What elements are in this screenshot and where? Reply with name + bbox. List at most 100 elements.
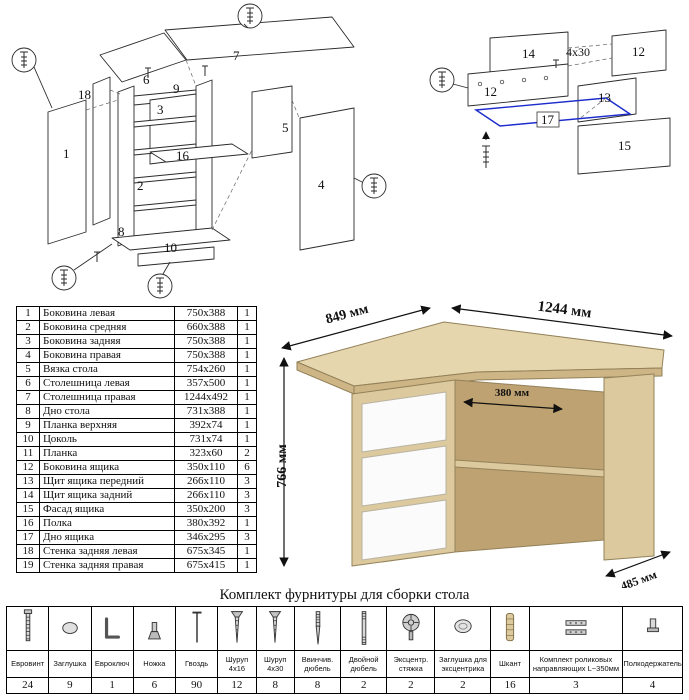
hardware-item: Заглушка 9 <box>48 607 91 693</box>
label-17-box <box>536 111 560 128</box>
part-qty: 1 <box>237 362 257 377</box>
dimension-lines <box>279 304 673 578</box>
hardware-icon-box <box>134 607 175 650</box>
hardware-item: Комплект роликовых направляющих L~350мм … <box>528 607 623 693</box>
part-drawer-bottom <box>473 97 633 127</box>
hardware-item-qty: 2 <box>387 677 435 693</box>
part-number: 14 <box>16 488 40 503</box>
part-name: Цоколь <box>39 432 175 447</box>
parts-table-row: 3 Боковина задняя 750x388 1 <box>16 334 257 349</box>
part-size: 323x60 <box>174 446 238 461</box>
parts-table-row: 10 Цоколь 731x74 1 <box>16 432 257 447</box>
part-name: Планка <box>39 446 175 461</box>
hardware-item-label: Эксцентр. стяжка <box>387 649 435 677</box>
hardware-item-label: Шуруп 4x30 <box>256 649 294 677</box>
hardware-item-label: Ножка <box>133 649 175 677</box>
hardware-item-label: Заглушка для эксцентрика <box>435 649 491 677</box>
hardware-item-label: Двойной дюбель <box>341 649 387 677</box>
part-number: 11 <box>16 446 40 461</box>
part-qty: 1 <box>237 334 257 349</box>
part-qty: 3 <box>237 488 257 503</box>
dim-line-485 <box>605 550 671 578</box>
part-size: 750x388 <box>174 334 238 349</box>
parts-table-row: 1 Боковина левая 750x388 1 <box>16 306 257 321</box>
hardware-item-qty: 16 <box>491 677 529 693</box>
part-size: 1244x492 <box>174 390 238 405</box>
screw-4x16-icon <box>224 608 250 648</box>
loose-screw-icon <box>482 131 490 168</box>
part-name: Стенка задняя правая <box>39 558 175 573</box>
part-name: Боковина левая <box>39 306 175 321</box>
nail-icon <box>184 608 210 648</box>
hardware-item-qty: 90 <box>176 677 218 693</box>
hardware-item-label: Евроключ <box>91 649 133 677</box>
foot-icon <box>141 608 167 648</box>
part-size: 750x388 <box>174 306 238 321</box>
part-qty: 3 <box>237 474 257 489</box>
part-name: Боковина средняя <box>39 320 175 335</box>
assembly-guide-lines <box>567 43 613 121</box>
hardware-item: Ввинчив. дюбель 8 <box>293 607 341 693</box>
loose-screws <box>94 65 208 262</box>
dim-line-849 <box>281 305 431 351</box>
part-back-panel-left <box>92 76 111 226</box>
hardware-icon-box <box>176 607 217 650</box>
hardware-icon-box <box>49 607 90 650</box>
parts-table-row: 13 Щит ящика передний 266x110 3 <box>16 474 257 489</box>
parts-table-row: 15 Фасад ящика 350x200 3 <box>16 502 257 517</box>
part-drawer-front-shield <box>577 77 637 123</box>
hardware-item: Ножка 6 <box>132 607 175 693</box>
hardware-item-qty: 12 <box>218 677 256 693</box>
part-qty: 2 <box>237 446 257 461</box>
hardware-item: Евроключ 1 <box>90 607 133 693</box>
screw-callout-icon <box>353 173 387 199</box>
part-label: 18 <box>78 87 91 102</box>
parts-table-row: 5 Вязка стола 754x260 1 <box>16 362 257 377</box>
screw-in-dowel-icon <box>305 608 331 648</box>
part-label: 13 <box>598 90 611 105</box>
hardware-icon-box <box>387 607 434 650</box>
hardware-item-label: Гвоздь <box>176 649 218 677</box>
cam-cap-icon <box>450 608 476 648</box>
detail-callouts <box>11 3 387 299</box>
screw-size-note: 4x30 <box>566 45 590 59</box>
part-number: 13 <box>16 474 40 489</box>
parts-table-row: 2 Боковина средняя 660x388 1 <box>16 320 257 335</box>
hardware-item-qty: 3 <box>529 677 623 693</box>
part-size: 754x260 <box>174 362 238 377</box>
part-side-mid-right <box>195 79 213 241</box>
part-number: 12 <box>16 460 40 475</box>
part-qty: 1 <box>237 432 257 447</box>
part-shelf <box>149 143 249 163</box>
part-qty: 1 <box>237 544 257 559</box>
desk-3d-view: 849 мм 1244 мм 766 мм 380 мм 485 мм <box>275 300 673 588</box>
part-qty: 1 <box>237 306 257 321</box>
part-qty: 6 <box>237 460 257 475</box>
dim-line-1244 <box>451 304 673 340</box>
part-side-mid-left <box>117 85 135 247</box>
parts-table-row: 7 Столешница правая 1244x492 1 <box>16 390 257 405</box>
part-label: 15 <box>618 138 631 153</box>
hardware-item-qty: 8 <box>256 677 294 693</box>
part-number: 15 <box>16 502 40 517</box>
part-size: 675x415 <box>174 558 238 573</box>
part-label: 17 <box>541 112 555 127</box>
hardware-item-label: Шуруп 4x16 <box>218 649 256 677</box>
wood-dowel-icon <box>497 608 523 648</box>
part-name: Столешница правая <box>39 390 175 405</box>
part-number: 6 <box>16 376 40 391</box>
hardware-icon-box <box>623 607 682 650</box>
parts-table: 1 Боковина левая 750x388 1 2 Боковина ср… <box>16 306 257 573</box>
drawer-side-holes <box>477 75 549 87</box>
part-number: 10 <box>16 432 40 447</box>
hardware-item-label: Евровинт <box>7 649 49 677</box>
part-number: 7 <box>16 390 40 405</box>
hardware-item: Шуруп 4x16 12 <box>217 607 256 693</box>
hardware-item-label: Заглушка <box>49 649 91 677</box>
part-number: 19 <box>16 558 40 573</box>
part-top-right <box>164 16 355 61</box>
part-number: 17 <box>16 530 40 545</box>
part-name: Вязка стола <box>39 362 175 377</box>
screw-callout-icon <box>11 47 53 109</box>
